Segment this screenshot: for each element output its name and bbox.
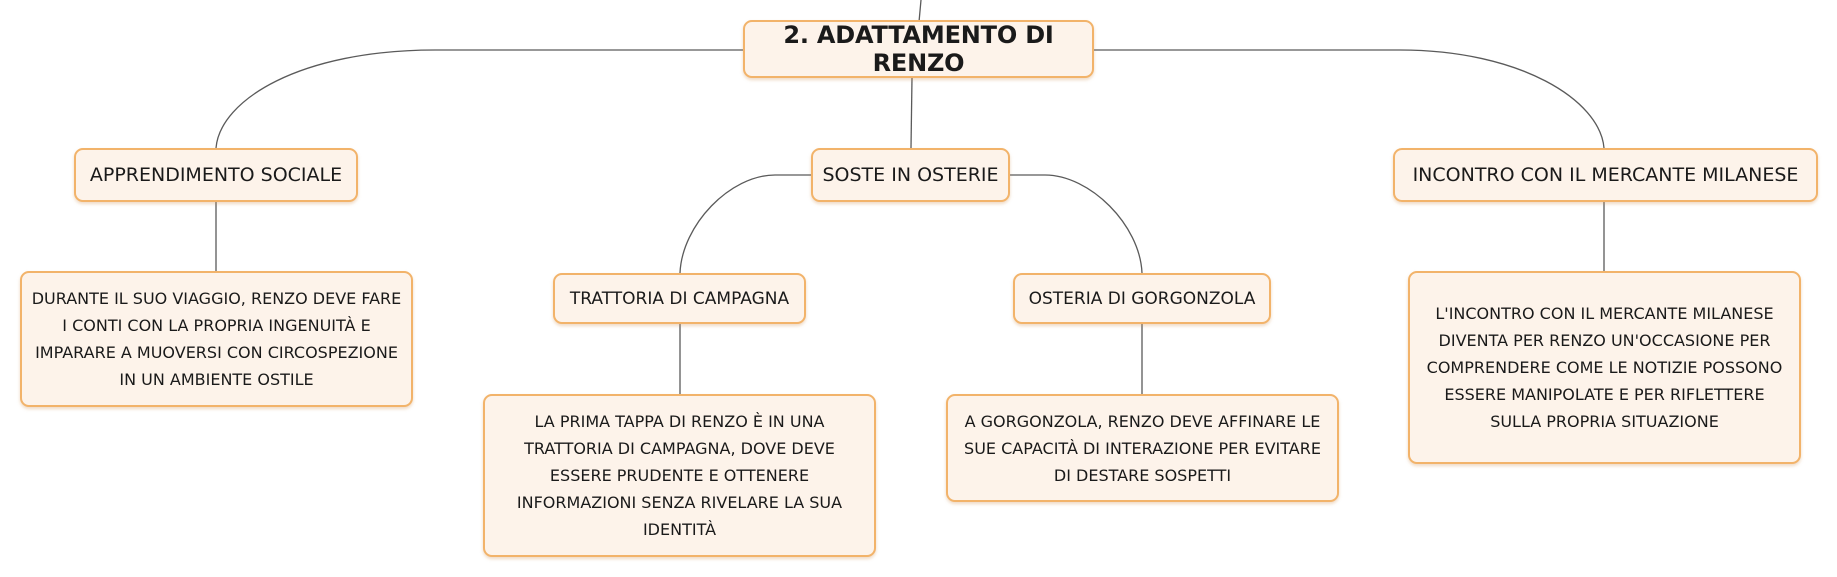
subtopic-trattoria-di-campagna[interactable]: TRATTORIA DI CAMPAGNA — [553, 273, 806, 324]
topic-label: SOSTE IN OSTERIE — [822, 164, 999, 186]
detail-incontro[interactable]: L'INCONTRO CON IL MERCANTE MILANESE DIVE… — [1408, 271, 1801, 464]
detail-text: A GORGONZOLA, RENZO DEVE AFFINARE LE SUE… — [964, 411, 1321, 485]
topic-label: APPRENDIMENTO SOCIALE — [89, 164, 343, 186]
link-root-apprendimento — [215, 49, 743, 149]
subtopic-label: OSTERIA DI GORGONZOLA — [1028, 288, 1256, 309]
topic-soste-in-osterie[interactable]: SOSTE IN OSTERIE — [811, 148, 1010, 202]
link-root-incontro — [1094, 49, 1605, 149]
detail-apprendimento[interactable]: DURANTE IL SUO VIAGGIO, RENZO DEVE FARE … — [20, 271, 413, 407]
link-root-soste — [910, 77, 913, 149]
topic-apprendimento-sociale[interactable]: APPRENDIMENTO SOCIALE — [74, 148, 358, 202]
detail-trattoria[interactable]: LA PRIMA TAPPA DI RENZO È IN UNA TRATTOR… — [483, 394, 876, 557]
detail-osteria[interactable]: A GORGONZOLA, RENZO DEVE AFFINARE LE SUE… — [946, 394, 1339, 502]
link-to-parent — [918, 0, 922, 23]
subtopic-osteria-di-gorgonzola[interactable]: OSTERIA DI GORGONZOLA — [1013, 273, 1271, 324]
link-soste-osteria — [1010, 174, 1143, 274]
detail-text: L'INCONTRO CON IL MERCANTE MILANESE DIVE… — [1426, 304, 1783, 431]
root-label: 2. ADATTAMENTO DI RENZO — [783, 21, 1054, 77]
detail-text: DURANTE IL SUO VIAGGIO, RENZO DEVE FARE … — [31, 289, 402, 389]
topic-label: INCONTRO CON IL MERCANTE MILANESE — [1412, 164, 1799, 186]
detail-text: LA PRIMA TAPPA DI RENZO È IN UNA TRATTOR… — [516, 412, 843, 539]
subtopic-label: TRATTORIA DI CAMPAGNA — [569, 288, 790, 309]
link-soste-trattoria — [679, 174, 811, 274]
topic-incontro-mercante[interactable]: INCONTRO CON IL MERCANTE MILANESE — [1393, 148, 1818, 202]
root-node[interactable]: 2. ADATTAMENTO DI RENZO — [743, 20, 1094, 78]
